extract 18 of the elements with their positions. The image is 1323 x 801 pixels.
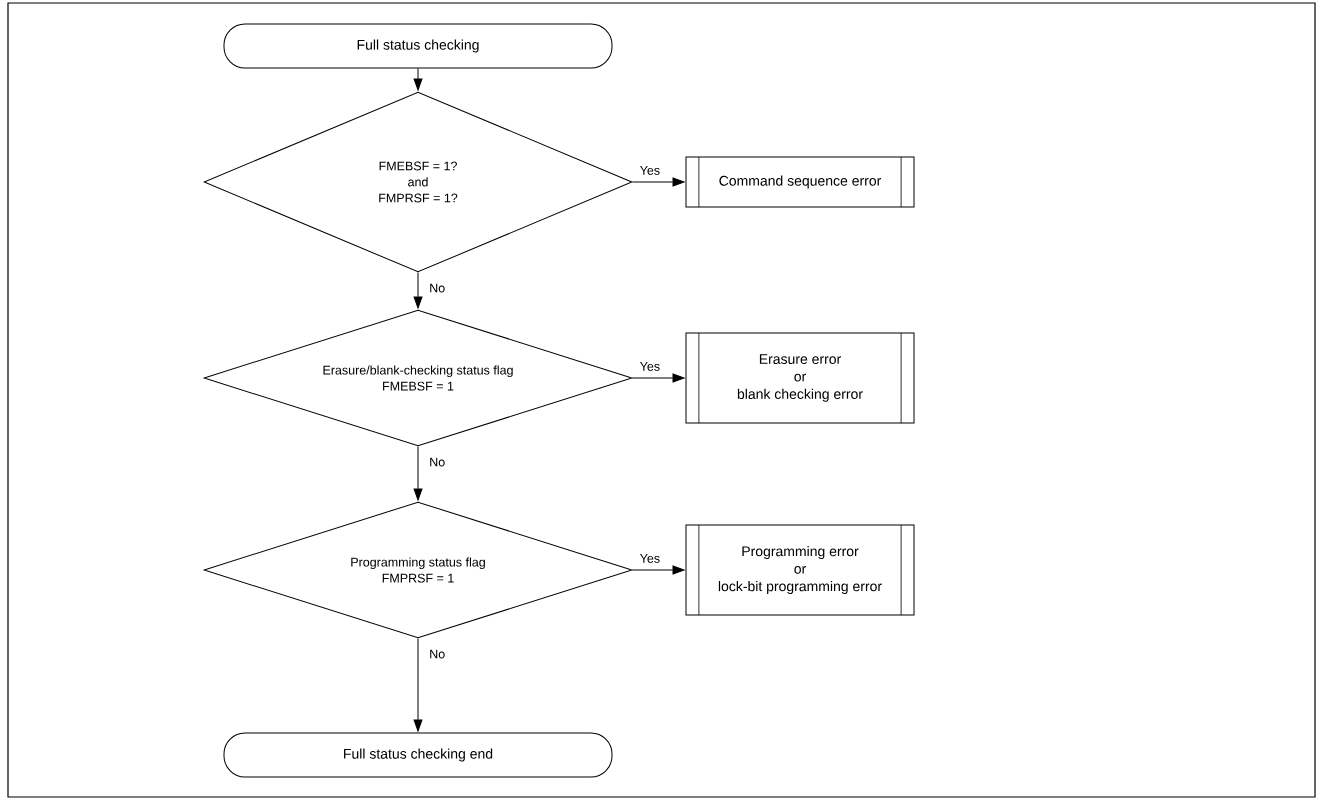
edge-label: No [428,648,447,660]
edge-label: No [428,456,447,468]
edge-label: Yes [638,361,662,372]
terminal-box: Full status checking end [223,732,613,778]
arrow [632,373,685,383]
arrow [413,638,423,732]
process-box: Command sequence error [685,156,915,208]
edge-label: No [428,282,447,294]
arrow [632,565,685,575]
process-box: Programming error or lock-bit programming error [685,524,915,616]
arrow [413,446,423,501]
arrow [632,177,685,187]
arrow [413,272,423,309]
process-box: Erasure error or blank checking error [685,332,915,424]
arrow [413,68,423,91]
terminal-box: Full status checking [223,23,613,69]
edge-label: Yes [638,553,662,564]
edge-label: Yes [638,165,662,176]
